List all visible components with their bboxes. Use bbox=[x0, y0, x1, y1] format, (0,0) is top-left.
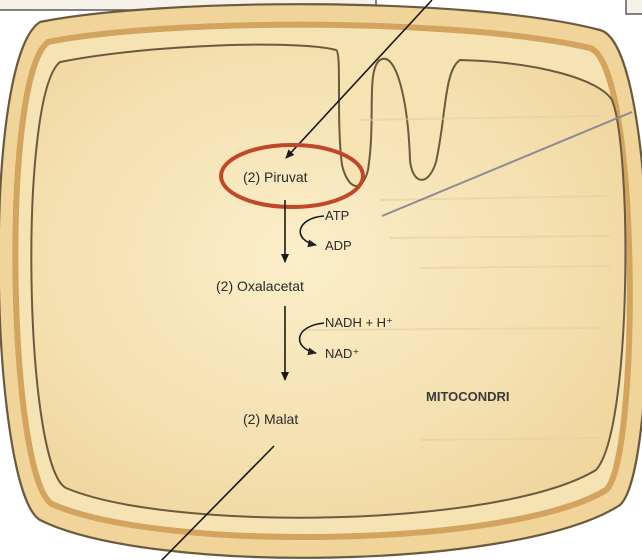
reaction-2-cofactor-out: NAD⁺ bbox=[325, 346, 359, 361]
reaction-2-cofactor-in: NADH + H⁺ bbox=[325, 315, 393, 330]
step-malat-label: (2) Malat bbox=[243, 411, 298, 427]
mitochondrion-label: MITOCONDRI bbox=[426, 389, 510, 404]
reaction-1-cofactor-in: ATP bbox=[325, 208, 349, 223]
top-right-box bbox=[626, 0, 642, 14]
reaction-1-cofactor-out: ADP bbox=[325, 238, 352, 253]
matrix bbox=[31, 45, 625, 518]
step-oxalacetat-label: (2) Oxalacetat bbox=[216, 278, 304, 294]
step-piruvat-label: (2) Piruvat bbox=[243, 169, 308, 185]
